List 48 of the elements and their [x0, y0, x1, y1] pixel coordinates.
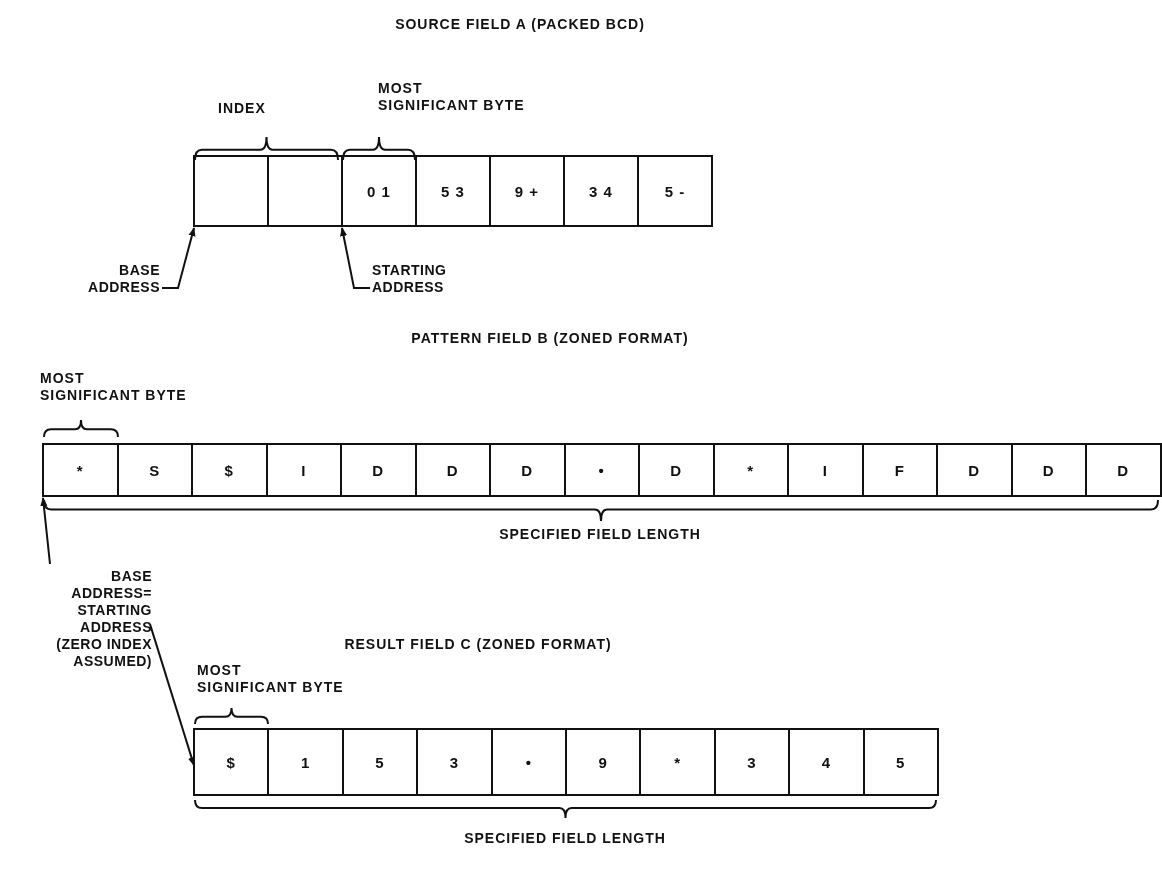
byte-cell: 3 — [713, 728, 791, 796]
leader-arrow — [340, 227, 371, 289]
field-heading: SOURCE FIELD A (PACKED BCD) — [395, 16, 645, 33]
byte-cell: D — [936, 443, 1013, 497]
empty-byte-cell — [267, 155, 343, 227]
empty-byte-cell — [193, 155, 269, 227]
byte-cell: 3 4 — [563, 155, 639, 227]
field-label: INDEX — [218, 100, 266, 117]
address-note: STARTING ADDRESS — [372, 262, 472, 296]
byte-cell: $ — [191, 443, 268, 497]
byte-cell: D — [1085, 443, 1162, 497]
field-heading: PATTERN FIELD B (ZONED FORMAT) — [411, 330, 689, 347]
byte-cell: • — [490, 728, 567, 796]
byte-cell: I — [787, 443, 864, 497]
byte-cell: 4 — [788, 728, 865, 796]
field-label: MOST SIGNIFICANT BYTE — [40, 370, 188, 404]
byte-cell: 5 — [862, 728, 939, 796]
byte-cell: 5 3 — [415, 155, 491, 227]
field-heading: SPECIFIED FIELD LENGTH — [499, 526, 701, 543]
byte-cell: $ — [193, 728, 270, 796]
byte-cell: 9 + — [489, 155, 565, 227]
byte-cell: I — [265, 443, 342, 497]
byte-cell: 3 — [416, 728, 493, 796]
leader-arrow — [149, 623, 196, 767]
byte-cell: D — [414, 443, 491, 497]
byte-cell: 1 — [267, 728, 344, 796]
byte-cell: 5 - — [637, 155, 713, 227]
byte-cell: S — [116, 443, 193, 497]
field-heading: RESULT FIELD C (ZONED FORMAT) — [344, 636, 612, 653]
byte-cell: • — [563, 443, 640, 497]
byte-cell: F — [861, 443, 938, 497]
byte-cell: * — [42, 443, 119, 497]
byte-cell: * — [712, 443, 789, 497]
leader-arrow — [40, 497, 51, 565]
field-label: MOST SIGNIFICANT BYTE — [197, 662, 345, 696]
byte-cell: 0 1 — [341, 155, 417, 227]
byte-cell: D — [340, 443, 417, 497]
address-note: BASE ADDRESS — [60, 262, 160, 296]
byte-cell: D — [1010, 443, 1087, 497]
leader-arrow — [161, 227, 196, 289]
field-label: MOST SIGNIFICANT BYTE — [378, 80, 526, 114]
byte-cell: D — [638, 443, 715, 497]
byte-cell: 5 — [341, 728, 419, 796]
byte-cell: 9 — [565, 728, 642, 796]
byte-cell: * — [639, 728, 716, 796]
byte-cell: D — [489, 443, 566, 497]
address-note: BASE ADDRESS= STARTING ADDRESS (ZERO INDEX ASSUMED) — [30, 568, 152, 670]
field-heading: SPECIFIED FIELD LENGTH — [464, 830, 666, 847]
